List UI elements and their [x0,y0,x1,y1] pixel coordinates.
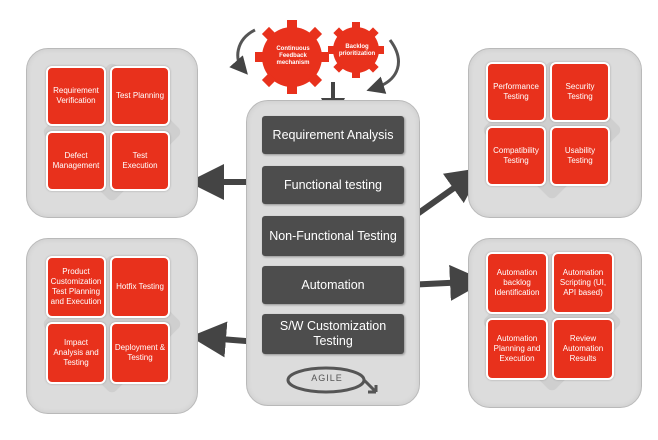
gear-icon-left [255,20,329,94]
box-automation-scripting: Automation Scripting (UI, API based) [552,252,614,314]
rotate-arrow-right [366,39,400,94]
box-product-customization: Product Customization Test Planning and … [46,256,106,318]
box-automation-backlog: Automation backlog Identification [486,252,548,314]
box-test-execution: Test Execution [110,131,170,191]
phase-sw-customization-testing: S/W Customization Testing [262,314,404,354]
phase-non-functional-testing: Non-Functional Testing [262,216,404,256]
rotate-arrow-left [229,28,256,75]
gear-label-right: Backlog prioritization [338,44,376,57]
phase-automation: Automation [262,266,404,304]
agile-label: AGILE [311,373,343,383]
box-performance-testing: Performance Testing [486,62,546,122]
phase-functional-testing: Functional testing [262,166,404,204]
box-security-testing: Security Testing [550,62,610,122]
box-review-automation: Review Automation Results [552,318,614,380]
box-requirement-verification: Requirement Verification [46,66,106,126]
box-usability-testing: Usability Testing [550,126,610,186]
box-deployment-testing: Deployment & Testing [110,322,170,384]
box-defect-management: Defect Management [46,131,106,191]
gear-label-left: Continuous Feedback mechanism [276,46,310,66]
agile-logo: AGILE [268,360,386,400]
phase-requirement-analysis: Requirement Analysis [262,116,404,154]
box-impact-analysis: Impact Analysis and Testing [46,322,106,384]
agile-cycle-icon [286,366,378,394]
box-compatibility-testing: Compatibility Testing [486,126,546,186]
box-test-planning: Test Planning [110,66,170,126]
box-hotfix-testing: Hotfix Testing [110,256,170,318]
box-automation-planning: Automation Planning and Execution [486,318,548,380]
